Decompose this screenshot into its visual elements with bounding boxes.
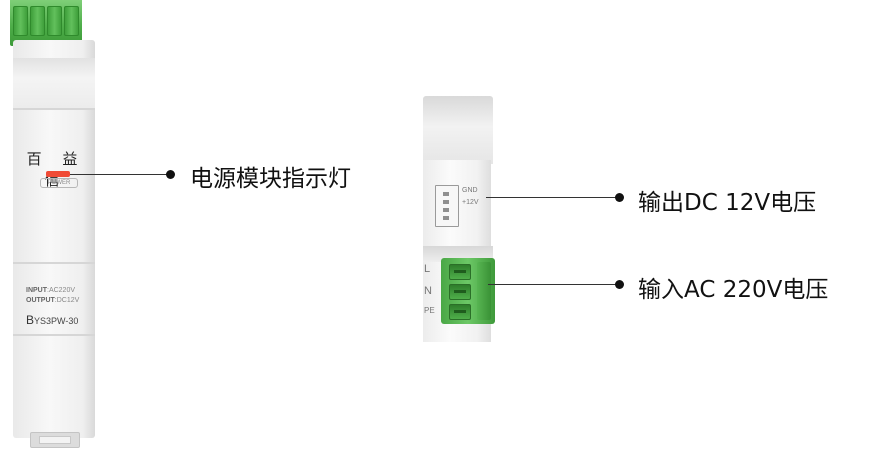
terminal-side [477, 262, 491, 320]
output-callout: 输出DC 12V电压 [638, 190, 817, 216]
indicator-leader-line [70, 174, 172, 175]
indicator-leader-dot [166, 170, 175, 179]
front-top-band [13, 58, 95, 108]
front-groove [13, 108, 95, 110]
model-number: BYS3PW-30 [26, 313, 79, 327]
power-led-label: POWER [40, 178, 78, 188]
input-leader-dot [615, 280, 624, 289]
output-leader-dot [615, 193, 624, 202]
jack-pin [443, 216, 449, 220]
input-spec: INPUT:AC220V [26, 287, 76, 294]
front-groove [13, 334, 95, 336]
terminal-tooth [13, 6, 28, 36]
jack-label-gnd: GND [462, 187, 478, 194]
output-leader-line [486, 197, 620, 198]
front-groove [13, 262, 95, 264]
jack-pin [443, 208, 449, 212]
input-leader-line [488, 284, 620, 285]
jack-pin [443, 192, 449, 196]
input-terminal-block [441, 258, 495, 324]
power-led [46, 171, 70, 177]
terminal-tooth [47, 6, 62, 36]
output-spec: OUTPUT:DC12V [26, 297, 80, 304]
jack-pin [443, 200, 449, 204]
terminal-screw [449, 284, 471, 300]
jack-label-12v: +12V [462, 199, 479, 206]
terminal-label-n: N [424, 285, 432, 297]
front-terminal-block [10, 0, 82, 46]
terminal-label-pe: PE [424, 306, 435, 315]
output-jack [435, 185, 459, 227]
terminal-tooth [30, 6, 45, 36]
din-rail-clip [30, 432, 80, 448]
terminal-label-l: L [424, 263, 431, 275]
terminal-tooth [64, 6, 79, 36]
side-module-top [423, 96, 493, 164]
indicator-callout: 电源模块指示灯 [190, 166, 351, 192]
terminal-screw [449, 264, 471, 280]
terminal-screw [449, 304, 471, 320]
input-callout: 输入AC 220V电压 [638, 277, 829, 303]
